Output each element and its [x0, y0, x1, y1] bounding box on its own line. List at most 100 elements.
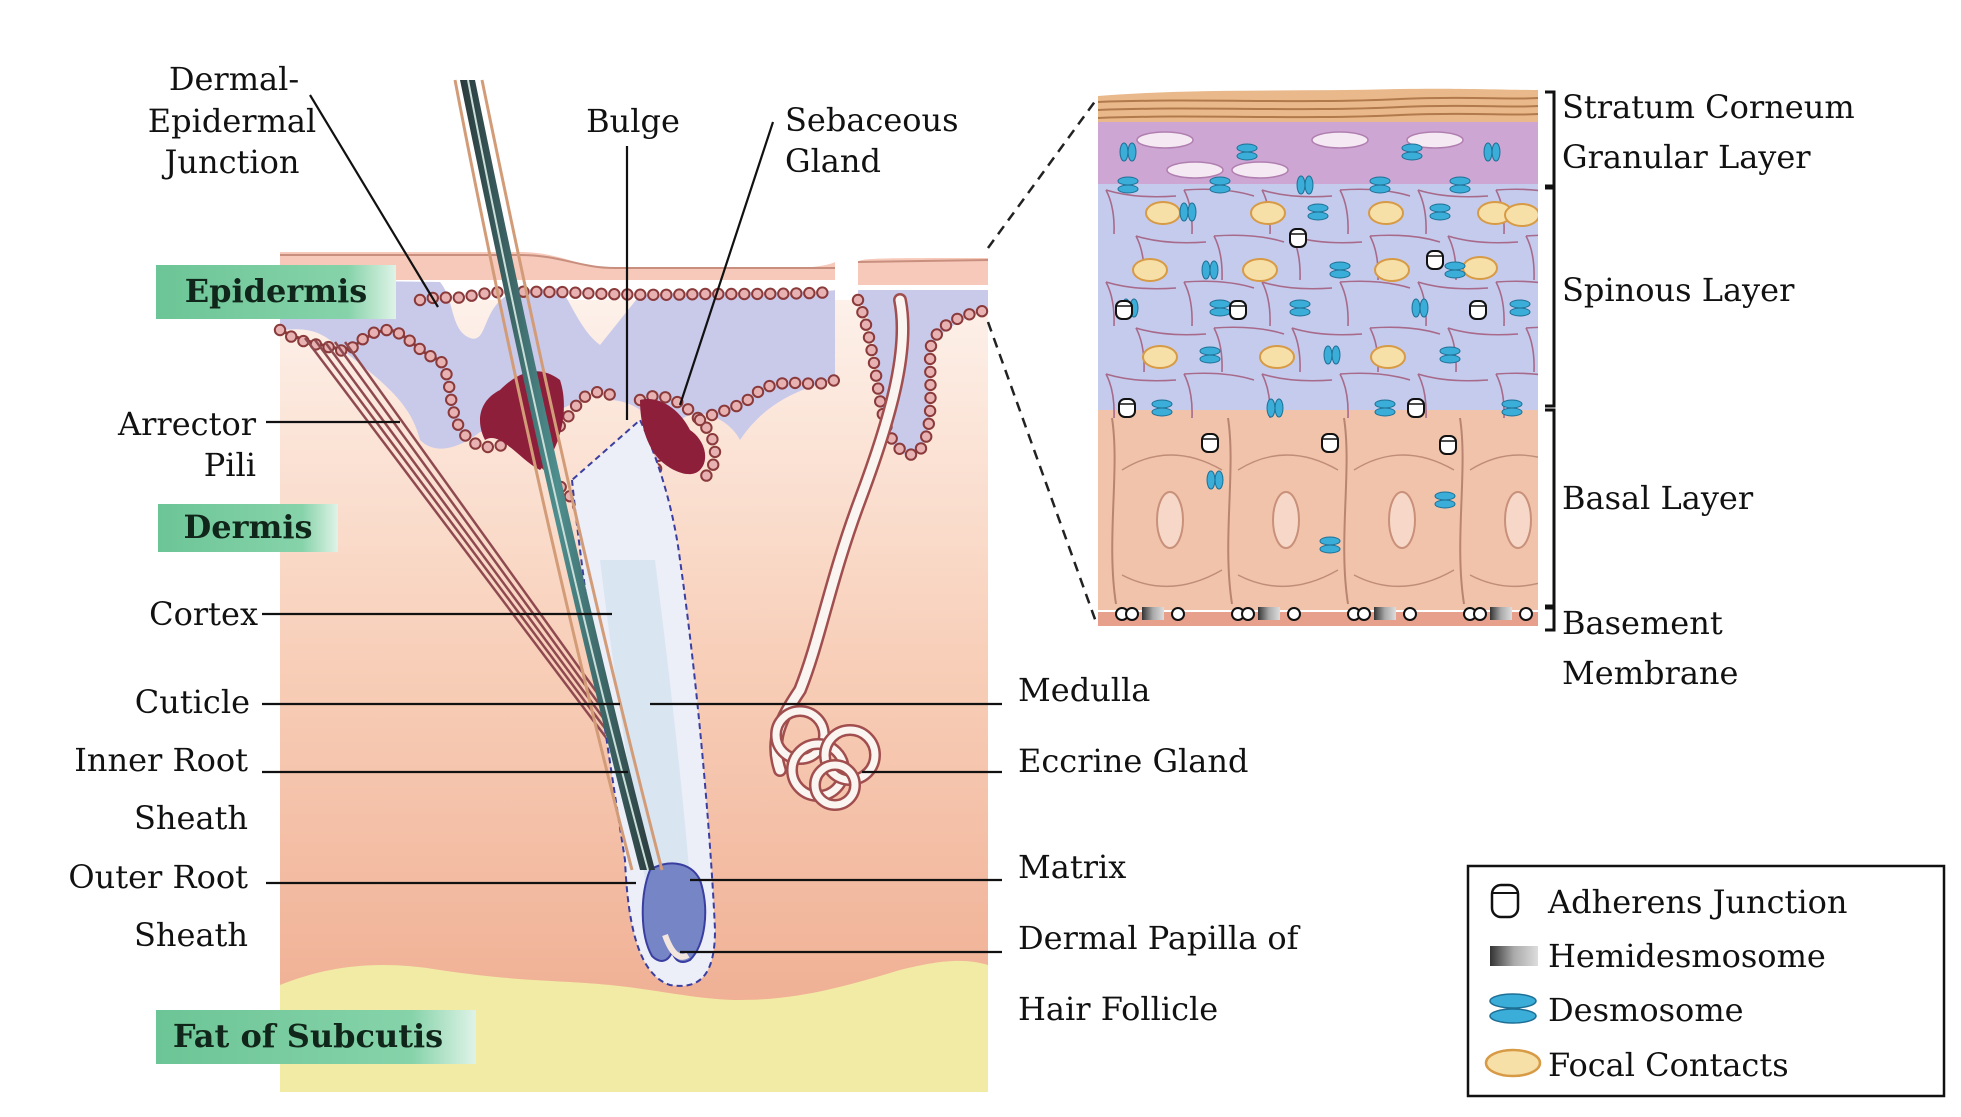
svg-text:Sheath: Sheath — [134, 799, 248, 837]
junction-bead — [556, 285, 569, 299]
junction-bead — [922, 417, 935, 430]
adherens-junction — [1426, 250, 1444, 270]
keratin-filament — [1237, 569, 1339, 588]
svg-text:Pili: Pili — [204, 446, 256, 484]
cell-boundary — [1339, 372, 1411, 381]
adherens-junction — [1407, 398, 1425, 418]
junction-bead — [660, 288, 673, 301]
junction-bead — [893, 442, 906, 455]
svg-text:Inner Root: Inner Root — [74, 741, 248, 779]
cell-boundary — [1261, 189, 1333, 198]
junction-bead — [741, 393, 754, 407]
junction-bead — [681, 403, 695, 416]
junction-bead — [790, 287, 803, 300]
junction-bead — [686, 288, 699, 301]
stratum-corneum-label: Stratum Corneum — [1562, 88, 1855, 126]
desmosome — [1429, 203, 1451, 213]
desmosome — [1289, 307, 1311, 317]
junction-bead — [705, 408, 719, 422]
granule — [1231, 161, 1289, 179]
junction-bead — [951, 312, 964, 326]
desmosome — [1201, 260, 1211, 280]
desmosome — [1501, 407, 1523, 417]
cell-boundary — [1369, 327, 1379, 373]
cell-boundary — [1183, 281, 1193, 327]
epidermis-layer — [280, 280, 835, 449]
desmosome-icon — [1489, 993, 1537, 1024]
junction-bead — [590, 386, 604, 399]
desmosome — [1304, 175, 1314, 195]
stratum-surface-right — [858, 258, 988, 285]
epidermis-label: Epidermis — [185, 272, 368, 310]
junction-bead — [445, 393, 458, 406]
adherens-junction-icon — [1490, 883, 1520, 919]
zoom-line-top — [986, 99, 1098, 249]
svg-text:Dermal-: Dermal- — [169, 60, 299, 98]
hemidesmosome — [1258, 607, 1280, 620]
junction-bead — [392, 327, 406, 340]
junction-bead — [608, 288, 621, 301]
focal-contact — [1259, 345, 1295, 369]
junction-bead — [764, 287, 777, 300]
junction-bead — [751, 287, 764, 301]
basal-nucleus — [1504, 491, 1532, 549]
adherens-junction — [1321, 433, 1339, 453]
junction-bead — [451, 418, 465, 431]
junction-bead — [763, 379, 776, 393]
cell-boundary — [1525, 326, 1538, 329]
arrector-label: Arrector Pili — [117, 405, 257, 484]
cell-boundary — [1261, 281, 1271, 327]
junction-bead — [923, 404, 937, 418]
desmosome — [1444, 261, 1466, 271]
desmosome — [1117, 184, 1139, 194]
desmosome — [1151, 399, 1173, 409]
magnified-panel — [986, 88, 1539, 626]
junction-bead — [827, 374, 840, 387]
junction-bead — [647, 288, 660, 301]
cell-boundary — [1339, 189, 1349, 235]
focal-contact — [1142, 345, 1178, 369]
cell-boundary — [1261, 373, 1333, 382]
focal-contact — [1374, 258, 1410, 282]
cell-boundary — [1183, 372, 1255, 381]
desmosome — [1117, 176, 1139, 186]
cell-boundary — [1369, 326, 1441, 335]
desmosome — [1209, 307, 1231, 317]
junction-bead — [673, 288, 686, 301]
svg-text:Membrane: Membrane — [1562, 654, 1738, 692]
desmosome — [1483, 142, 1493, 162]
cell-boundary — [1369, 234, 1441, 243]
junction-bead — [595, 287, 608, 300]
junction-bead — [469, 437, 482, 450]
junction-bead — [413, 293, 427, 307]
granule — [1136, 131, 1194, 149]
fat-label: Fat of Subcutis — [173, 1017, 443, 1055]
cell-boundary — [1525, 235, 1535, 281]
cell-boundary — [1135, 327, 1207, 336]
junction-bead — [659, 391, 672, 404]
keratin-filament — [1121, 454, 1223, 471]
junction-bead — [413, 342, 426, 356]
hemidesmosome — [1142, 607, 1164, 620]
legend-box — [1466, 864, 1946, 1098]
adherens-junction — [1469, 300, 1487, 320]
junction-bead — [751, 385, 765, 399]
legend: Adherens Junction Hemidesmosome Desmosom… — [1466, 864, 1946, 1098]
junction-bead — [562, 410, 575, 423]
cell-boundary — [1417, 373, 1489, 382]
desmosome — [1296, 175, 1306, 195]
junction-bead — [865, 343, 878, 357]
junction-bead — [814, 377, 828, 390]
irs-label: Inner Root Sheath — [74, 741, 248, 837]
junction-bead — [851, 293, 865, 307]
junction-bead — [700, 469, 713, 482]
junction-bead — [569, 399, 583, 412]
junction-bead — [776, 377, 789, 390]
focal-contact — [1504, 203, 1538, 227]
svg-text:Gland: Gland — [785, 142, 881, 180]
junction-bead — [788, 376, 802, 390]
cell-boundary — [1105, 189, 1115, 235]
desmosome — [1274, 398, 1284, 418]
desmosome — [1307, 211, 1329, 221]
